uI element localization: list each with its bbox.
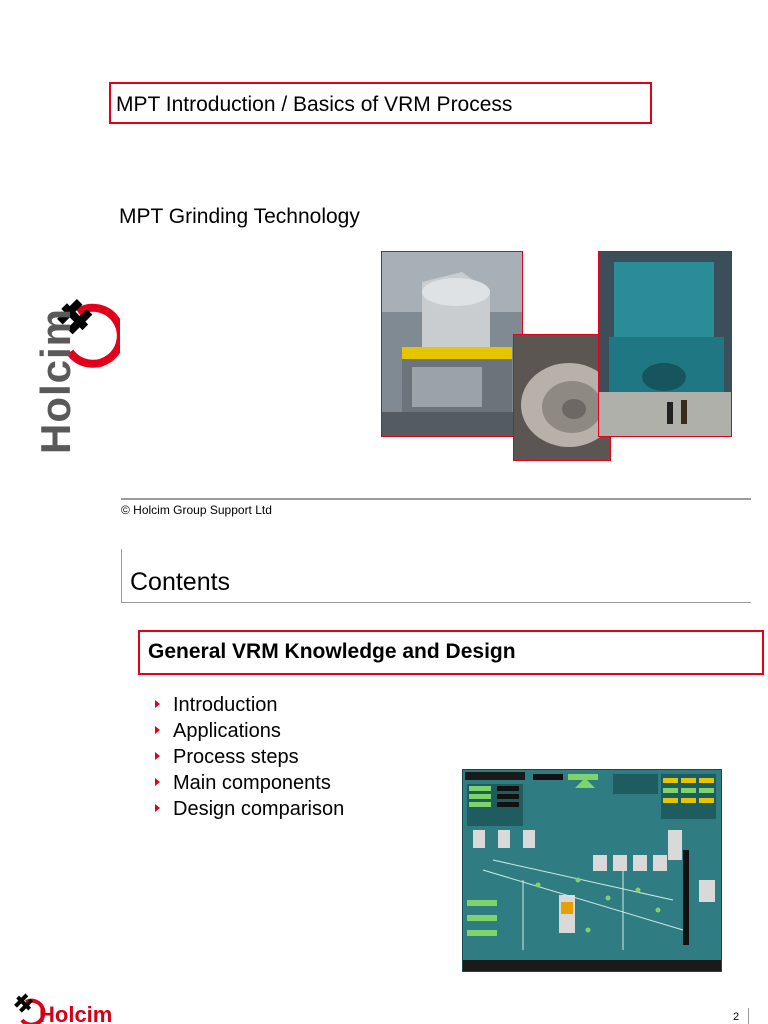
slide1-subtitle: MPT Grinding Technology: [119, 205, 360, 228]
page-number: 2: [733, 1011, 740, 1023]
roller-photo: [513, 334, 611, 461]
holcim-logo-text: Holcim: [32, 307, 79, 454]
slide1-footer-rule: [121, 498, 751, 500]
slide1-title-box: MPT Introduction / Basics of VRM Process: [109, 82, 652, 124]
bullet-triangle-icon: [155, 752, 160, 760]
section-title-box: General VRM Knowledge and Design: [138, 630, 764, 675]
contents-heading: Contents: [130, 568, 231, 596]
contents-rule: [121, 602, 751, 603]
copyright-text: © Holcim Group Support Ltd: [121, 503, 272, 517]
mill-installation-photo: [598, 251, 732, 437]
list-item: Process steps: [155, 744, 344, 770]
page-number-divider: [748, 1008, 749, 1024]
process-control-screenshot: [462, 769, 722, 972]
slide1-title: MPT Introduction / Basics of VRM Process: [116, 93, 513, 116]
list-item: Design comparison: [155, 796, 344, 822]
list-item: Introduction: [155, 692, 344, 718]
holcim-bottom-logo-text: Holcim: [39, 1002, 113, 1024]
contents-left-bar: [121, 549, 122, 603]
bullet-list: Introduction Applications Process steps …: [155, 692, 344, 822]
holcim-bottom-logo: Holcim: [12, 990, 122, 1024]
list-item: Main components: [155, 770, 344, 796]
bullet-triangle-icon: [155, 700, 160, 708]
holcim-logo-icon: [57, 299, 120, 368]
holcim-logo-icon: [14, 993, 46, 1024]
bullet-triangle-icon: [155, 778, 160, 786]
bullet-triangle-icon: [155, 804, 160, 812]
vrm-mill-photo: [381, 251, 523, 437]
bullet-triangle-icon: [155, 726, 160, 734]
section-title: General VRM Knowledge and Design: [148, 640, 516, 663]
list-item: Applications: [155, 718, 344, 744]
